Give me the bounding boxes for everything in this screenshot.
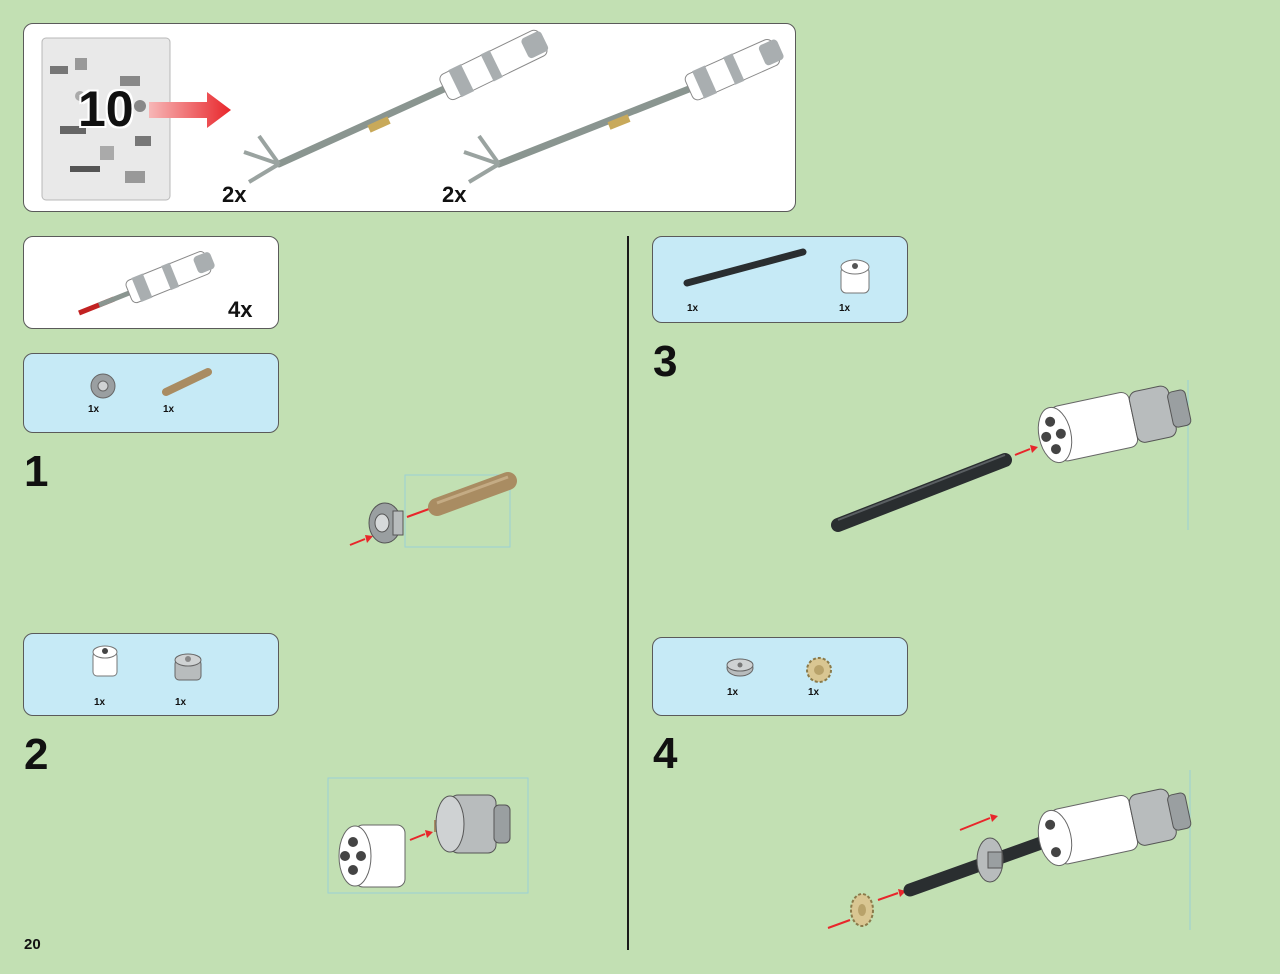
gray-bush-icon (90, 373, 116, 399)
subassembly-model (78, 251, 215, 316)
step-1-part-1-qty: 1x (88, 404, 100, 415)
column-divider (627, 236, 629, 950)
subassembly-panel: 4x (23, 236, 279, 329)
result-right-multiplier: 2x (442, 182, 467, 207)
black-axle-icon (683, 248, 807, 287)
step-3-parts-panel: 1x 1x (652, 236, 908, 323)
step-1-part-2-qty: 1x (163, 404, 175, 415)
step-3-assembly (831, 380, 1192, 532)
step-4-number: 4 (653, 729, 678, 778)
result-panel: 10 2x (23, 23, 796, 212)
step-4-parts-panel: 1x 1x (652, 637, 908, 716)
step-2-part-1-qty: 1x (94, 697, 106, 708)
gray-round-brick-icon (174, 653, 202, 681)
step-3-part-1-qty: 1x (687, 303, 699, 314)
step-1-parts-panel: 1x 1x (23, 353, 279, 433)
step-3-part-2-qty: 1x (839, 303, 851, 314)
result-left-multiplier: 2x (222, 182, 247, 207)
step-2-parts-panel: 1x 1x (23, 633, 279, 716)
arrow-right-icon (149, 92, 231, 128)
step-4-assembly (827, 770, 1192, 930)
step-4-part-2-qty: 1x (808, 687, 820, 698)
step-2-assembly (327, 777, 529, 894)
result-model-right (463, 38, 784, 184)
tan-axle-icon (162, 368, 212, 396)
step-1-assembly (349, 472, 517, 548)
step-4-part-1-qty: 1x (727, 687, 739, 698)
step-2-number: 2 (24, 730, 49, 779)
bag-number: 10 (78, 81, 134, 137)
step-1-number: 1 (24, 447, 49, 496)
parts-bag-icon (41, 37, 171, 201)
gray-round-plate-icon (726, 658, 754, 677)
white-round-brick-icon (840, 259, 870, 294)
step-3-number: 3 (653, 337, 678, 386)
subassembly-multiplier: 4x (228, 297, 253, 322)
result-model-left (243, 29, 549, 184)
step-2-part-2-qty: 1x (175, 697, 187, 708)
page-number: 20 (24, 936, 41, 953)
tan-gear-icon (806, 657, 832, 683)
white-round-brick-icon (92, 645, 118, 677)
